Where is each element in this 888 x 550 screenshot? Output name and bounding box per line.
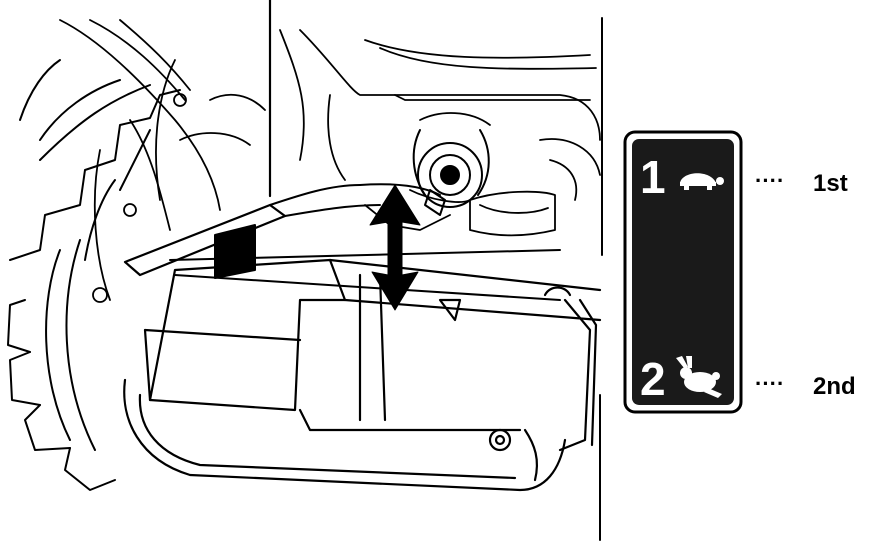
second-gear-dots: ····: [755, 373, 784, 395]
inset-frame: [600, 18, 602, 540]
lever-gate: [170, 225, 560, 300]
gear-1-number: 1: [640, 154, 666, 200]
second-gear-label: 2nd: [813, 375, 856, 399]
first-gear-dots: ····: [755, 170, 784, 192]
transmission-cover: [124, 260, 600, 490]
gear-2-number: 2: [640, 356, 666, 402]
wheel-tread: [8, 60, 180, 490]
first-gear-label: 1st: [813, 172, 848, 196]
